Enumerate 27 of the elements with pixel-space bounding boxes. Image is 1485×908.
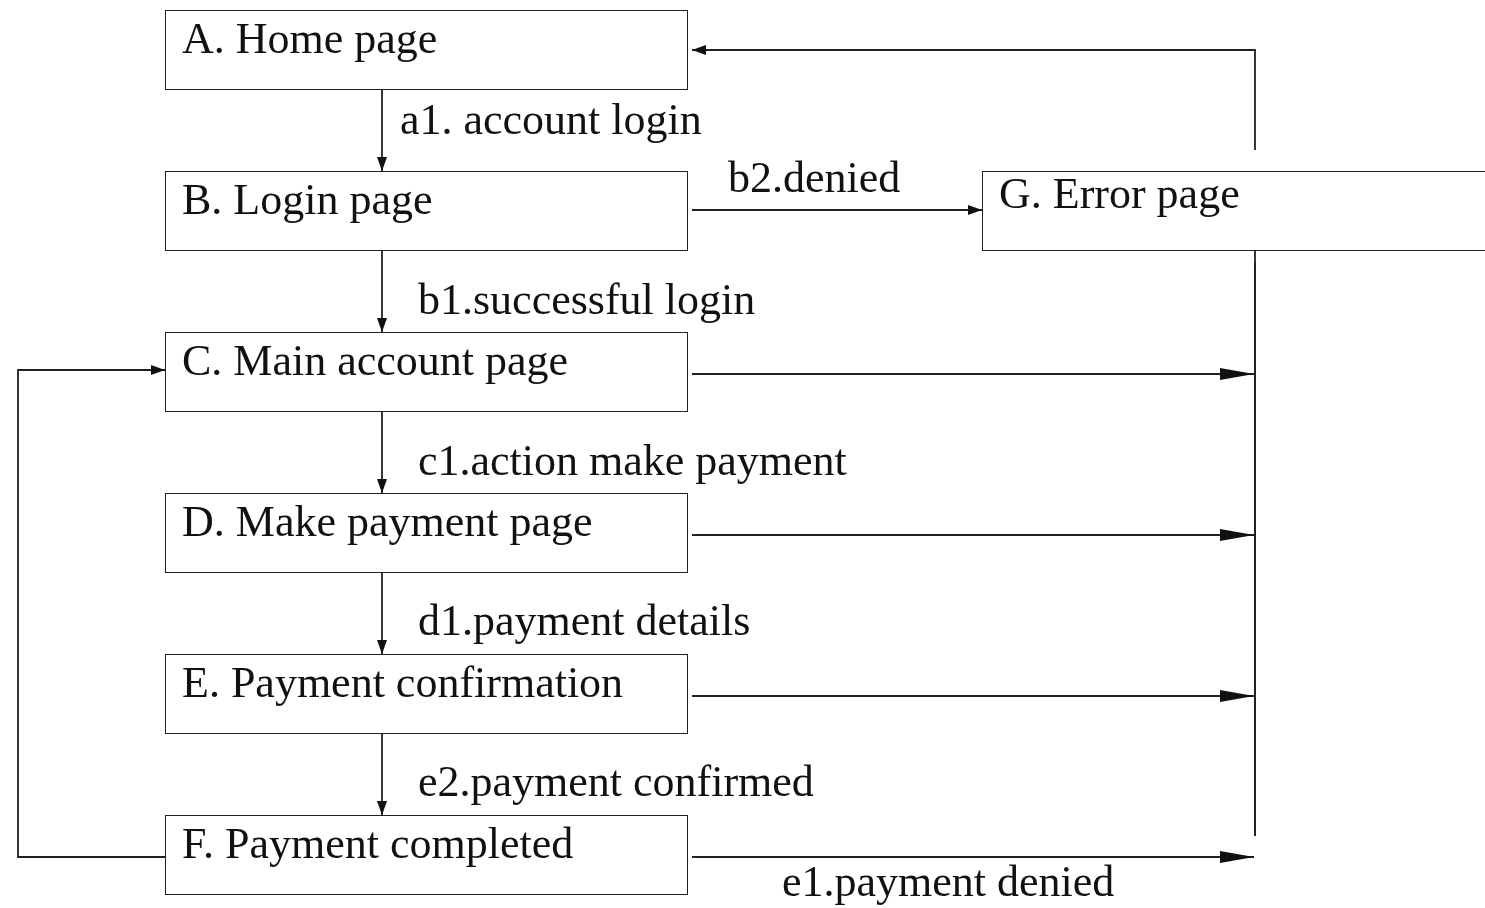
page-box	[165, 332, 688, 412]
page-title: E. Payment confirmation	[182, 657, 624, 709]
arrow	[691, 205, 983, 215]
arrow	[377, 89, 387, 172]
arrow	[691, 690, 1255, 702]
page-title: B. Login page	[182, 174, 433, 226]
arrow	[691, 851, 1255, 863]
page-title: C. Main account page	[182, 335, 569, 387]
arrow	[377, 250, 387, 333]
arrow	[691, 368, 1255, 380]
page-box	[165, 654, 688, 734]
arrow	[377, 572, 387, 655]
arrow	[377, 411, 387, 494]
page-title: A. Home page	[182, 13, 438, 65]
page-box	[165, 10, 688, 90]
arrow	[377, 733, 387, 816]
page-box	[165, 815, 688, 895]
page-box	[982, 171, 1485, 251]
arrow	[691, 45, 1256, 151]
page-title: G. Error page	[999, 168, 1240, 220]
page-box	[165, 493, 688, 573]
page-title: D. Make payment page	[182, 496, 593, 548]
arrow	[691, 529, 1255, 541]
arrow	[17, 365, 166, 858]
page-box	[165, 171, 688, 251]
bus-line	[1254, 262, 1256, 836]
page-title: F. Payment completed	[182, 818, 574, 870]
